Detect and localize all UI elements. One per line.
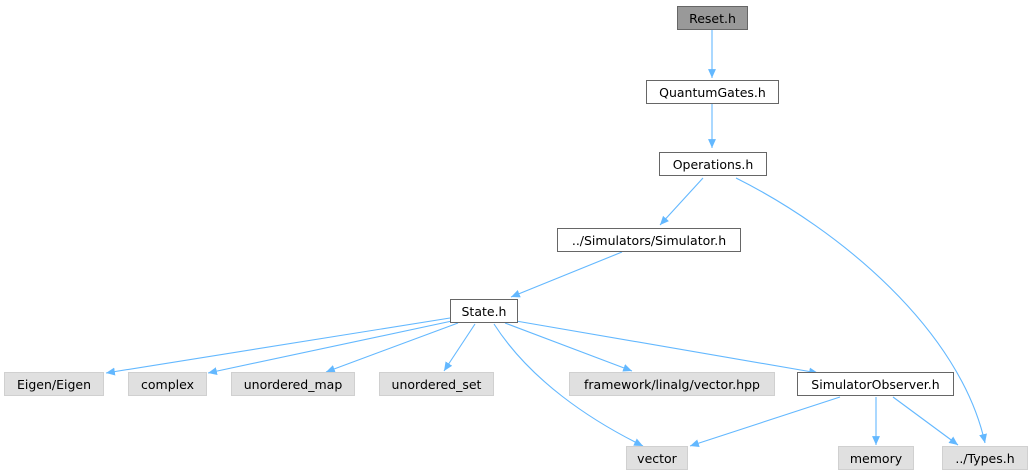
- node-state-h[interactable]: State.h: [450, 299, 518, 323]
- edge-state-to-unordered-map: [325, 322, 459, 373]
- edge-state-to-eigen: [105, 317, 451, 376]
- node-framework-vector[interactable]: framework/linalg/vector.hpp: [569, 372, 775, 396]
- node-unordered-map[interactable]: unordered_map: [231, 372, 355, 396]
- node-memory[interactable]: memory: [838, 446, 914, 470]
- edge-operations-to-simulator: [659, 177, 704, 226]
- edge-observer-to-types: [892, 396, 959, 446]
- edge-state-to-simulator-observer: [515, 320, 819, 376]
- edge-observer-to-vector: [689, 396, 841, 447]
- node-unordered-set[interactable]: unordered_set: [379, 372, 494, 396]
- edge-state-to-complex: [207, 320, 453, 376]
- edge-state-to-framework-vector: [504, 322, 633, 372]
- node-simulator-h[interactable]: ../Simulators/Simulator.h: [557, 228, 741, 252]
- node-eigen[interactable]: Eigen/Eigen: [4, 372, 104, 396]
- node-reset-h[interactable]: Reset.h: [677, 6, 748, 30]
- edge-simulator-to-state: [510, 251, 623, 298]
- node-simulatorobserver-h[interactable]: SimulatorObserver.h: [797, 372, 954, 396]
- node-operations-h[interactable]: Operations.h: [659, 152, 767, 176]
- edge-operations-to-types: [735, 177, 987, 444]
- node-complex[interactable]: complex: [128, 372, 207, 396]
- node-types-h[interactable]: ../Types.h: [942, 446, 1028, 470]
- node-vector[interactable]: vector: [626, 446, 688, 470]
- edge-state-to-unordered-set: [443, 323, 476, 372]
- node-quantumgates-h[interactable]: QuantumGates.h: [646, 80, 779, 104]
- edge-state-to-vector: [493, 323, 644, 447]
